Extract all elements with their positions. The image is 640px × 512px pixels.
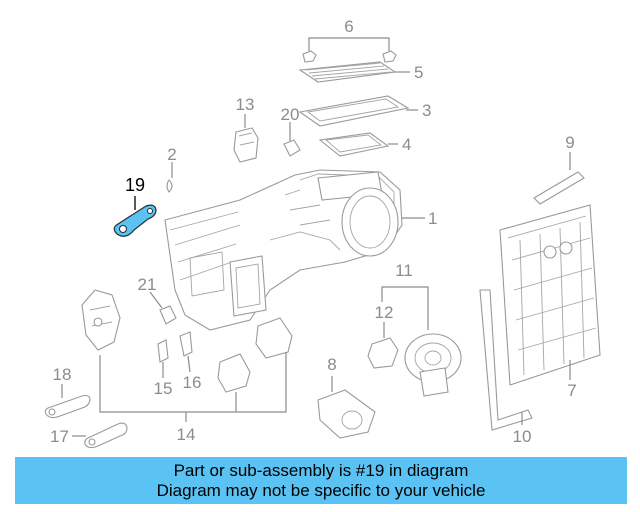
banner-line-2: Diagram may not be specific to your vehi… bbox=[156, 481, 486, 500]
label-11: 11 bbox=[395, 261, 413, 280]
label-15: 15 bbox=[154, 379, 173, 398]
label-7: 7 bbox=[567, 381, 576, 400]
label-17: 17 bbox=[50, 427, 69, 446]
label-4: 4 bbox=[402, 135, 411, 154]
label-8: 8 bbox=[327, 355, 336, 374]
info-banner: Part or sub-assembly is #19 in diagram D… bbox=[15, 457, 627, 504]
parts-diagram: 6 5 3 4 13 20 2 bbox=[44, 17, 601, 449]
label-20: 20 bbox=[281, 105, 300, 124]
label-5: 5 bbox=[414, 63, 423, 82]
part-15-sensor bbox=[157, 339, 169, 378]
part-6-clips bbox=[302, 37, 397, 63]
label-3: 3 bbox=[422, 101, 431, 120]
label-21: 21 bbox=[138, 275, 157, 294]
label-1: 1 bbox=[428, 209, 437, 228]
part-20-sensor bbox=[283, 122, 301, 157]
part-10-seal-frame bbox=[479, 289, 533, 431]
control-module-b bbox=[255, 317, 293, 359]
part-1-heater-housing bbox=[164, 169, 425, 331]
part-5-filter-cover bbox=[298, 61, 410, 83]
part-8-blower-housing bbox=[317, 376, 376, 439]
part-4-gasket bbox=[318, 132, 398, 157]
label-12: 12 bbox=[375, 303, 394, 322]
label-14: 14 bbox=[177, 425, 196, 444]
label-2: 2 bbox=[167, 145, 176, 164]
left-bracket-assembly bbox=[81, 289, 121, 351]
label-10: 10 bbox=[513, 427, 532, 446]
part-19-lever bbox=[113, 196, 157, 237]
part-9-seal-strip bbox=[533, 152, 585, 205]
label-9: 9 bbox=[565, 133, 574, 152]
label-16: 16 bbox=[183, 373, 202, 392]
label-19: 19 bbox=[125, 175, 145, 195]
part-17-lever bbox=[72, 422, 128, 449]
label-18: 18 bbox=[53, 365, 72, 384]
part-3-filter-tray bbox=[298, 95, 418, 127]
banner-line-1: Part or sub-assembly is #19 in diagram bbox=[173, 461, 469, 480]
part-13-actuator bbox=[233, 114, 259, 163]
part-2-clip bbox=[166, 162, 173, 193]
part-18-lever bbox=[44, 384, 91, 419]
part-14-leader bbox=[99, 352, 287, 422]
part-7-heater-core bbox=[499, 204, 601, 386]
part-11-blower-motor bbox=[381, 286, 462, 397]
part-12-resistor bbox=[367, 322, 399, 369]
label-13: 13 bbox=[236, 95, 255, 114]
part-16-sensor bbox=[179, 331, 193, 373]
label-6: 6 bbox=[344, 17, 353, 36]
part-21-fitting bbox=[149, 291, 177, 325]
control-module-a bbox=[217, 353, 251, 393]
